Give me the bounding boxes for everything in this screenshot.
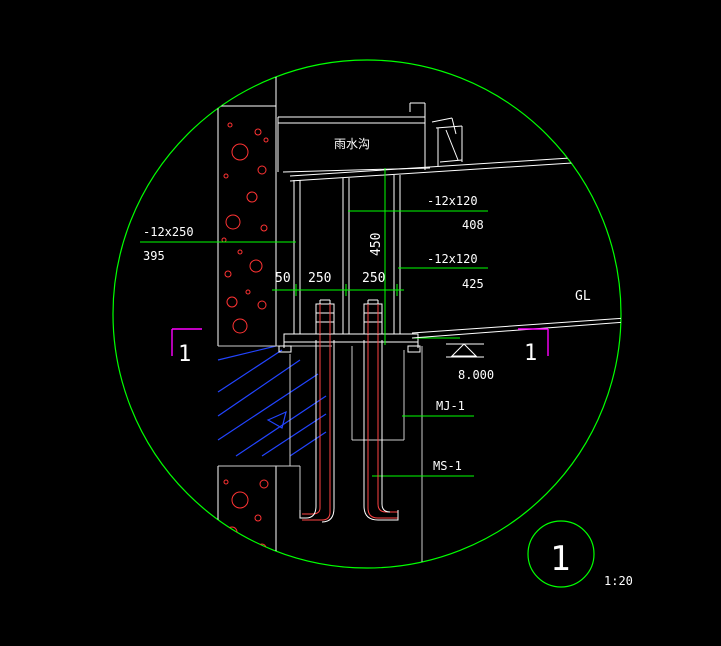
beam-gl <box>411 317 621 339</box>
anchor-bolt-right <box>367 320 398 519</box>
concrete-aggregate-lower <box>223 479 269 563</box>
plate-c-value: 425 <box>462 277 484 291</box>
detail-content <box>140 70 621 568</box>
section-mark-left <box>171 328 202 356</box>
lower-slab <box>218 345 423 568</box>
beam-label: GL <box>575 289 591 304</box>
plate-b-spec: -12x120 <box>427 194 478 208</box>
plate-b-value: 408 <box>462 218 484 232</box>
detail-scale: 1:20 <box>604 574 633 588</box>
elevation-symbol <box>446 343 484 358</box>
dim-250-left: 250 <box>308 271 331 286</box>
section-mark-left-label: 1 <box>178 342 191 367</box>
rain-gutter <box>277 102 463 173</box>
concrete-aggregate-upper <box>221 122 269 334</box>
dimension-lines <box>140 168 488 477</box>
concrete-wall <box>217 70 277 568</box>
plate-a-value: 395 <box>143 249 165 263</box>
bolt-threads <box>319 304 379 334</box>
section-mark-right-label: 1 <box>524 341 537 366</box>
base-plate <box>278 333 421 353</box>
embed-plate-label: MJ-1 <box>436 399 465 413</box>
gutter-label: 雨水沟 <box>334 137 370 151</box>
anchor-bolt-label: MS-1 <box>433 459 462 473</box>
blue-hatch-area <box>217 345 327 457</box>
detail-boundary-circle <box>112 59 622 569</box>
plate-a-spec: -12x250 <box>143 225 194 239</box>
dim-250-right: 250 <box>362 271 385 286</box>
elevation-value: 8.000 <box>458 368 494 382</box>
anchor-bolt-left <box>302 320 331 521</box>
detail-number-circle <box>527 520 595 588</box>
roof-slope <box>289 157 573 182</box>
bolt-nuts <box>315 299 383 335</box>
detail-number: 1 <box>550 539 570 579</box>
anchor-bolt-outline <box>299 340 399 523</box>
section-mark-right <box>518 328 549 356</box>
plate-c-spec: -12x120 <box>427 252 478 266</box>
dim-50: 50 <box>275 271 291 286</box>
dim-450: 450 <box>369 233 384 256</box>
steel-plates <box>293 175 401 334</box>
